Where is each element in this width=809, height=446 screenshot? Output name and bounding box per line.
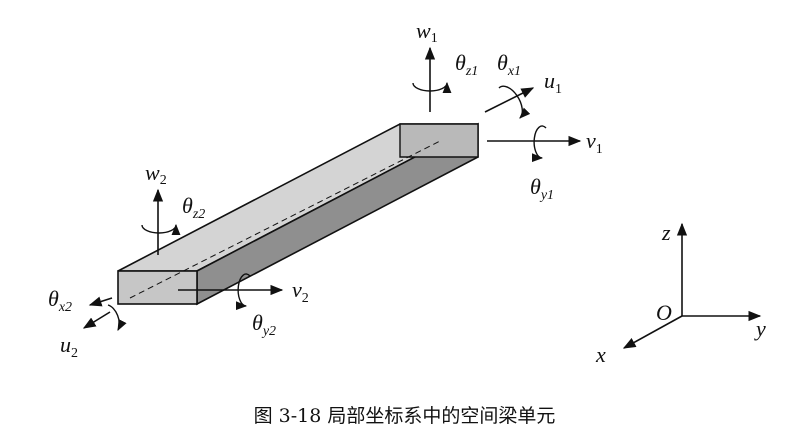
theta-x1-curl [498, 85, 531, 119]
label-x: x [595, 342, 606, 367]
beam-centerline [129, 140, 441, 299]
label-theta-y1: θy1 [530, 174, 554, 203]
label-w1: w1 [416, 18, 438, 46]
label-u1: u1 [544, 68, 562, 97]
theta-z1-curl [412, 81, 452, 94]
label-theta-z1: θz1 [455, 50, 478, 79]
label-theta-x1: θx1 [497, 50, 521, 79]
u1-arrow [484, 87, 535, 113]
x-axis [622, 315, 683, 349]
label-origin: O [656, 300, 672, 325]
beam-end-face-1 [399, 123, 479, 158]
label-z: z [661, 220, 671, 245]
figure-caption: 图 3-18 局部坐标系中的空间梁单元 [253, 405, 556, 427]
u2-arrow [82, 311, 111, 329]
label-u2: u2 [60, 332, 78, 361]
label-theta-y2: θy2 [252, 310, 276, 339]
label-y: y [754, 316, 766, 341]
node-2-dofs: w2 θz2 v2 θy2 θx2 u2 [48, 160, 309, 361]
label-v1: v1 [586, 128, 603, 157]
label-theta-z2: θz2 [182, 193, 205, 222]
theta-y2-curl [235, 273, 251, 311]
node-1-dofs: w1 θz1 θx1 u1 v1 θy1 [412, 18, 603, 203]
label-theta-x2: θx2 [48, 286, 72, 315]
beam [117, 122, 479, 306]
label-v2: v2 [292, 277, 309, 306]
theta-x2-curl [107, 304, 127, 331]
coordinate-axes: z y x O [595, 220, 766, 367]
label-w2: w2 [145, 160, 167, 188]
theta-y1-curl [531, 125, 547, 163]
theta-x2-arrow [88, 296, 113, 307]
theta-z2-curl [141, 223, 181, 236]
beam-end-face-2 [117, 270, 198, 305]
